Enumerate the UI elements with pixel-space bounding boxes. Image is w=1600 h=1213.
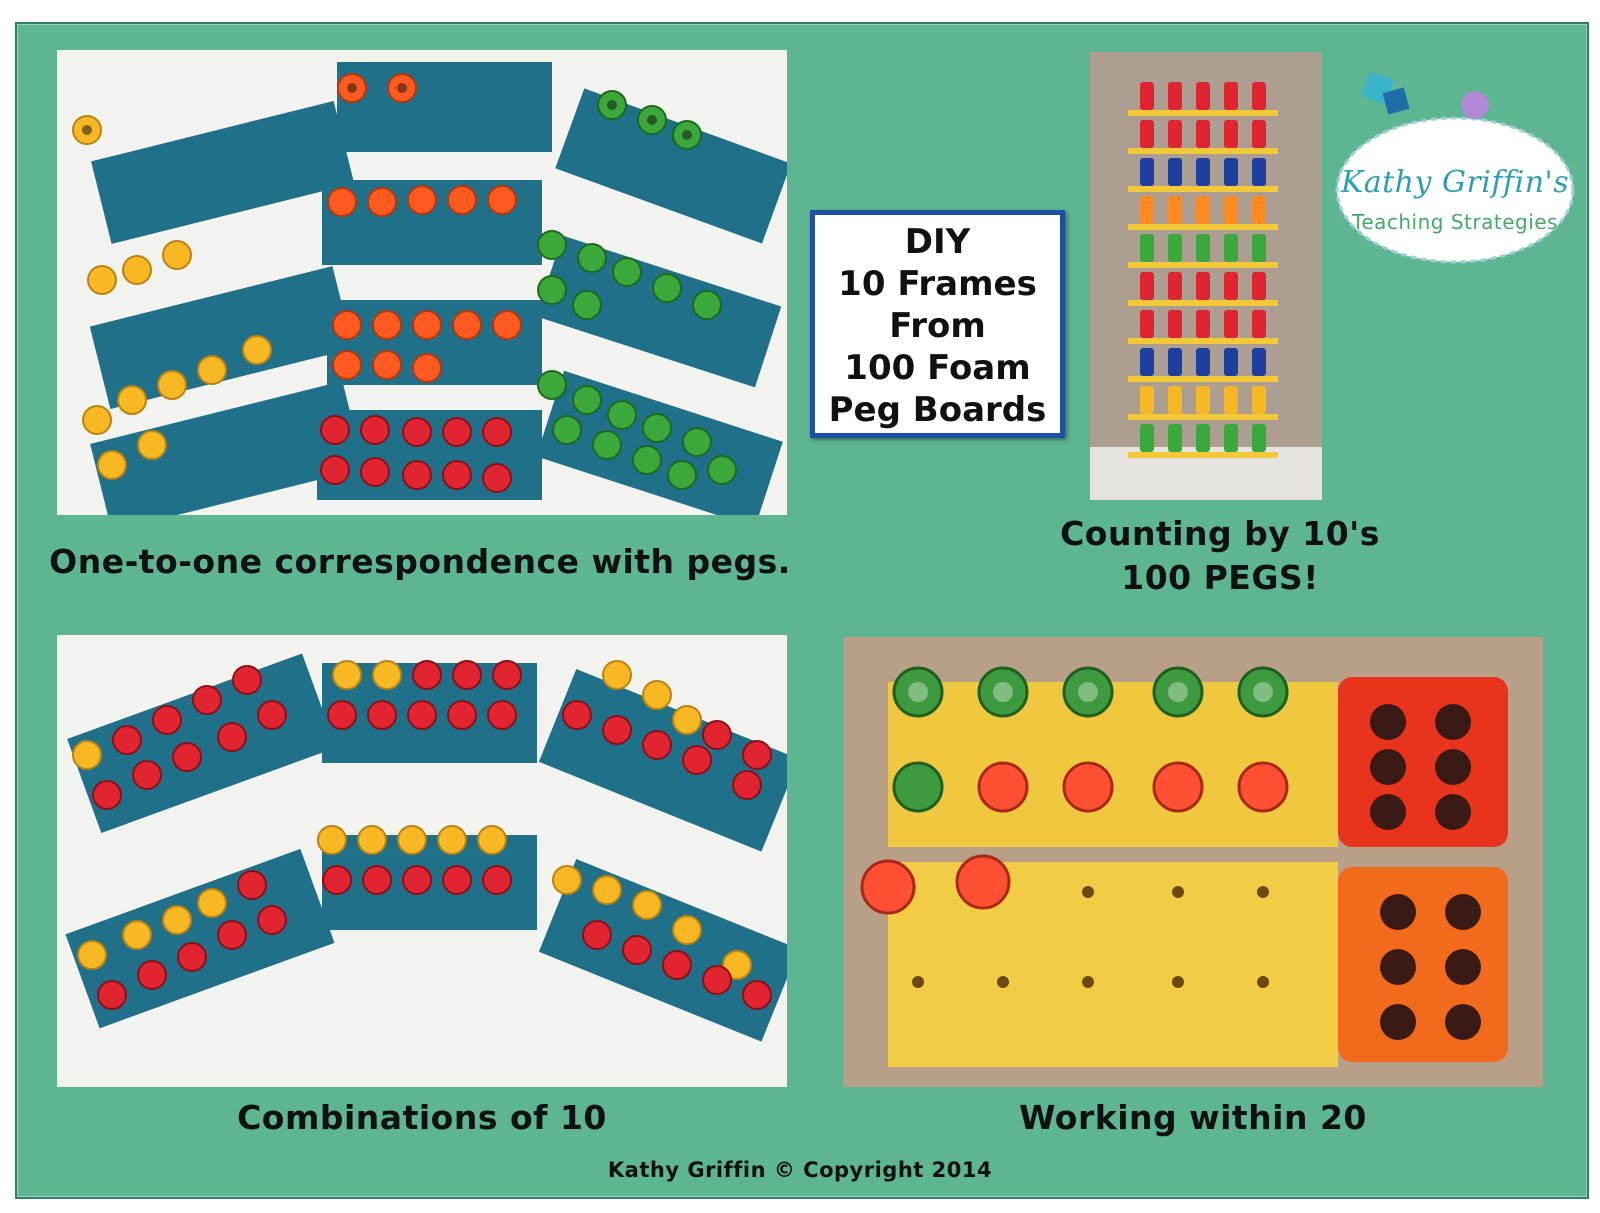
tower-plate: [1128, 452, 1278, 458]
tower-peg: [1252, 348, 1266, 376]
tower-plate: [1128, 224, 1278, 230]
tower-peg: [1196, 310, 1210, 338]
tower-peg: [1196, 424, 1210, 452]
logo-kathy-griffin: Kathy Griffin's Teaching Strategies: [1325, 55, 1585, 275]
peg-tower-image: [1090, 52, 1322, 500]
logo-tagline: Teaching Strategies: [1352, 210, 1558, 234]
title-line-100-foam: 100 Foam: [844, 348, 1031, 388]
tower-peg: [1224, 196, 1238, 224]
tower-peg: [1224, 310, 1238, 338]
tower-peg: [1140, 424, 1154, 452]
tower-peg: [1224, 234, 1238, 262]
tower-peg: [1224, 424, 1238, 452]
tower-peg: [1140, 196, 1154, 224]
tower-peg: [1168, 424, 1182, 452]
tower-peg: [1196, 196, 1210, 224]
tower-peg: [1196, 234, 1210, 262]
tower-peg: [1252, 272, 1266, 300]
tower-peg: [1140, 386, 1154, 414]
cloud-logo-image: [1335, 71, 1575, 264]
photo-combinations-of-10: [57, 635, 787, 1087]
tower-plate: [1128, 300, 1278, 306]
tower-plate: [1128, 186, 1278, 192]
tower-peg: [1252, 120, 1266, 148]
tower-peg: [1196, 386, 1210, 414]
caption-working-within-20: Working within 20: [1019, 1098, 1367, 1137]
tower-peg: [1224, 272, 1238, 300]
caption-one-to-one: One-to-one correspondence with pegs.: [49, 542, 791, 581]
title-line-peg-boards: Peg Boards: [828, 390, 1047, 430]
photo-peg-tower: [1090, 52, 1322, 500]
tower-peg: [1196, 120, 1210, 148]
tower-peg: [1140, 272, 1154, 300]
tower-peg: [1196, 82, 1210, 110]
footer-copyright: Kathy Griffin © Copyright 2014: [607, 1158, 993, 1182]
tower-plate: [1128, 148, 1278, 154]
tower-peg: [1140, 158, 1154, 186]
title-box: DIY 10 Frames From 100 Foam Peg Boards: [810, 210, 1065, 438]
tower-peg: [1168, 310, 1182, 338]
tower-peg: [1252, 424, 1266, 452]
title-line-diy: DIY: [904, 222, 971, 262]
photo-working-within-20: [843, 637, 1543, 1087]
tower-peg: [1168, 234, 1182, 262]
tower-peg: [1252, 386, 1266, 414]
tower-peg: [1140, 82, 1154, 110]
tower-peg: [1140, 120, 1154, 148]
tower-peg: [1252, 158, 1266, 186]
tower-peg: [1168, 386, 1182, 414]
tower-peg: [1252, 82, 1266, 110]
tower-plate: [1128, 262, 1278, 268]
tower-peg: [1252, 234, 1266, 262]
tower-peg: [1224, 82, 1238, 110]
tower-peg: [1168, 272, 1182, 300]
title-line-10-frames: 10 Frames: [838, 264, 1037, 304]
tower-plate: [1128, 414, 1278, 420]
tower-peg: [1168, 196, 1182, 224]
tower-peg: [1168, 120, 1182, 148]
tower-peg: [1224, 348, 1238, 376]
tower-peg: [1140, 310, 1154, 338]
tower-peg: [1252, 196, 1266, 224]
tower-peg: [1168, 82, 1182, 110]
photo-one-to-one: [57, 50, 787, 515]
tower-plate: [1128, 376, 1278, 382]
caption-combinations-of-10: Combinations of 10: [237, 1098, 607, 1137]
working-within-20-image: [843, 637, 1543, 1087]
combinations-image: [57, 635, 787, 1087]
tower-peg: [1224, 120, 1238, 148]
tower-plate: [1128, 338, 1278, 344]
title-line-from: From: [889, 306, 986, 346]
tower-peg: [1140, 348, 1154, 376]
tower-peg: [1168, 158, 1182, 186]
tower-plate: [1128, 110, 1278, 116]
caption-counting-line2: 100 PEGS!: [1121, 558, 1319, 597]
tower-peg: [1252, 310, 1266, 338]
tower-peg: [1168, 348, 1182, 376]
tower-peg: [1224, 158, 1238, 186]
tower-peg: [1196, 272, 1210, 300]
tower-peg: [1196, 158, 1210, 186]
tower-peg: [1196, 348, 1210, 376]
tower-peg: [1224, 386, 1238, 414]
caption-counting-line1: Counting by 10's: [1060, 514, 1380, 553]
tower-peg: [1140, 234, 1154, 262]
peg-boards-one-to-one-image: [57, 50, 787, 515]
logo-name: Kathy Griffin's: [1340, 165, 1570, 200]
